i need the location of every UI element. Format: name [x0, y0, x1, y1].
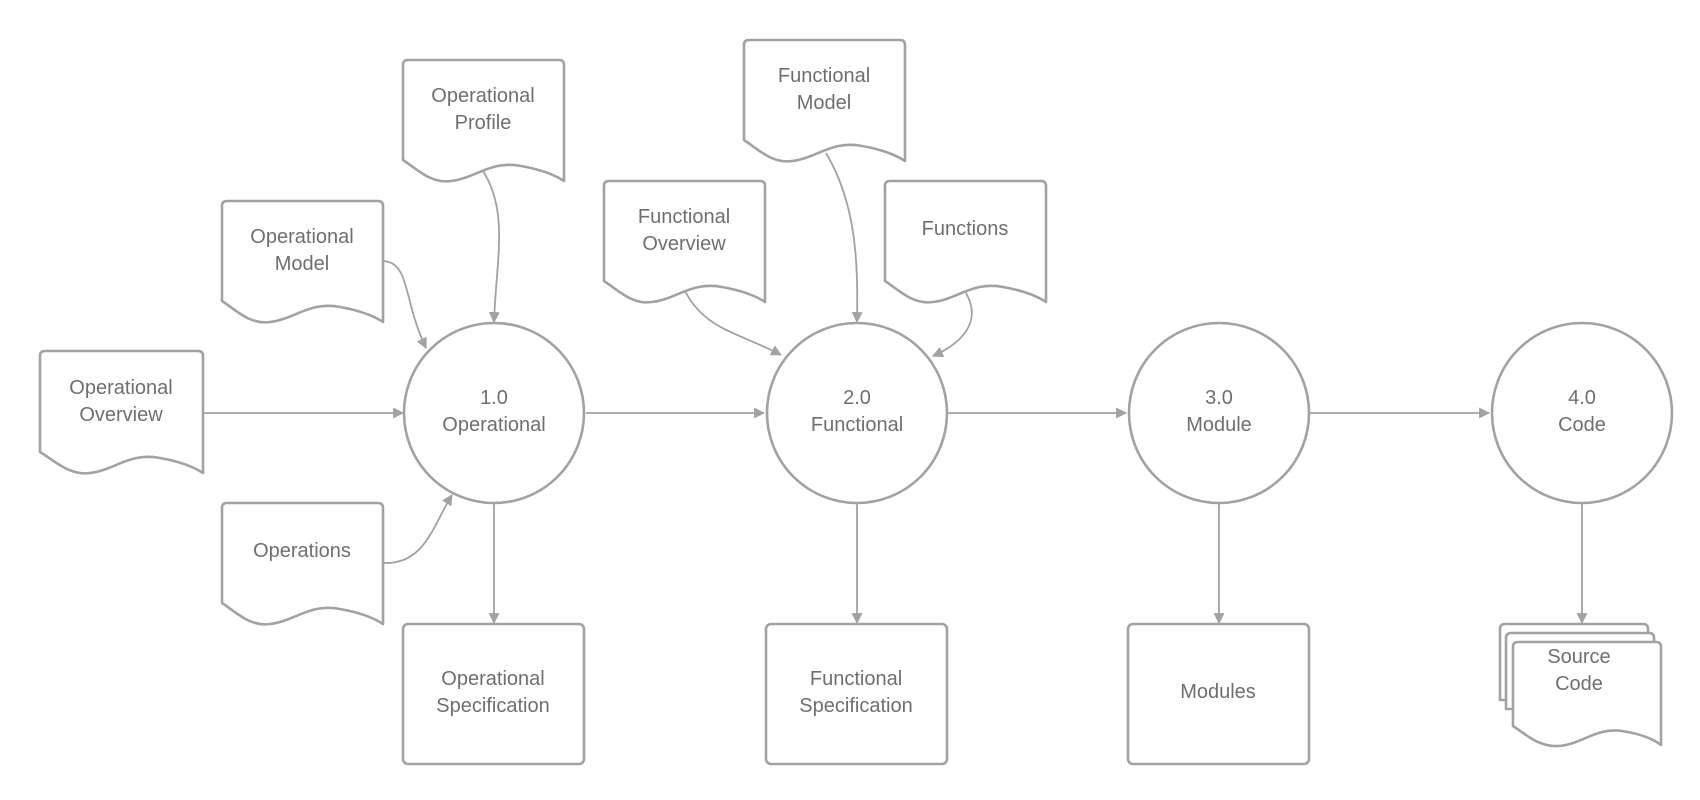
- output-modules-line-1: Modules: [1180, 681, 1256, 703]
- document-operational-profile-line-2: Profile: [455, 112, 512, 134]
- svg-text:Functions: Functions: [922, 218, 1009, 240]
- process-4-name: Code: [1558, 414, 1606, 436]
- output-operational-specification-line-1: Operational: [441, 668, 544, 690]
- flow-fn-model-to-p2: [825, 152, 863, 324]
- flow-operations-to-p1: [382, 494, 453, 564]
- svg-text:Modules: Modules: [1180, 681, 1256, 703]
- flow-functions-to-p2: [931, 292, 973, 358]
- document-operational-model-line-2: Model: [275, 253, 329, 275]
- flow-op-profile-to-p1: [480, 167, 500, 324]
- flows: [203, 152, 1588, 625]
- process-3-name: Module: [1186, 414, 1252, 436]
- output-source-code-line-1: Source: [1547, 646, 1610, 668]
- output-operational-specification-line-2: Specification: [436, 695, 549, 717]
- process-1-name: Operational: [442, 414, 545, 436]
- document-operations[interactable]: Operations: [220, 501, 385, 626]
- document-functions[interactable]: Functions: [883, 179, 1048, 304]
- output-source-code-line-2: Code: [1555, 673, 1603, 695]
- document-operational-profile-line-1: Operational: [431, 85, 534, 107]
- document-operational-overview-line-1: Operational: [69, 377, 172, 399]
- flow-fn-overview-to-p2: [684, 290, 782, 356]
- document-functional-overview-line-2: Overview: [642, 233, 726, 255]
- document-functional-model-line-1: Functional: [778, 65, 870, 87]
- source-code-page-front: [1511, 640, 1663, 748]
- flow-op-model-to-p1: [382, 260, 427, 349]
- output-functional-specification-line-1: Functional: [810, 668, 902, 690]
- output-functional-specification-line-2: Specification: [799, 695, 912, 717]
- process-4-number: 4.0: [1568, 387, 1596, 409]
- document-operations-line-1: Operations: [253, 540, 351, 562]
- output-modules[interactable]: Modules: [1126, 622, 1311, 766]
- document-functional-overview-line-1: Functional: [638, 206, 730, 228]
- process-3-number: 3.0: [1205, 387, 1233, 409]
- svg-text:Operations: Operations: [253, 540, 351, 562]
- document-operational-model-line-1: Operational: [250, 226, 353, 248]
- document-operational-overview-line-2: Overview: [79, 404, 163, 426]
- process-2-name: Functional: [811, 414, 903, 436]
- document-functional-model-line-2: Model: [797, 92, 851, 114]
- process-2-number: 2.0: [843, 387, 871, 409]
- document-functions-line-1: Functions: [922, 218, 1009, 240]
- process-1-number: 1.0: [480, 387, 508, 409]
